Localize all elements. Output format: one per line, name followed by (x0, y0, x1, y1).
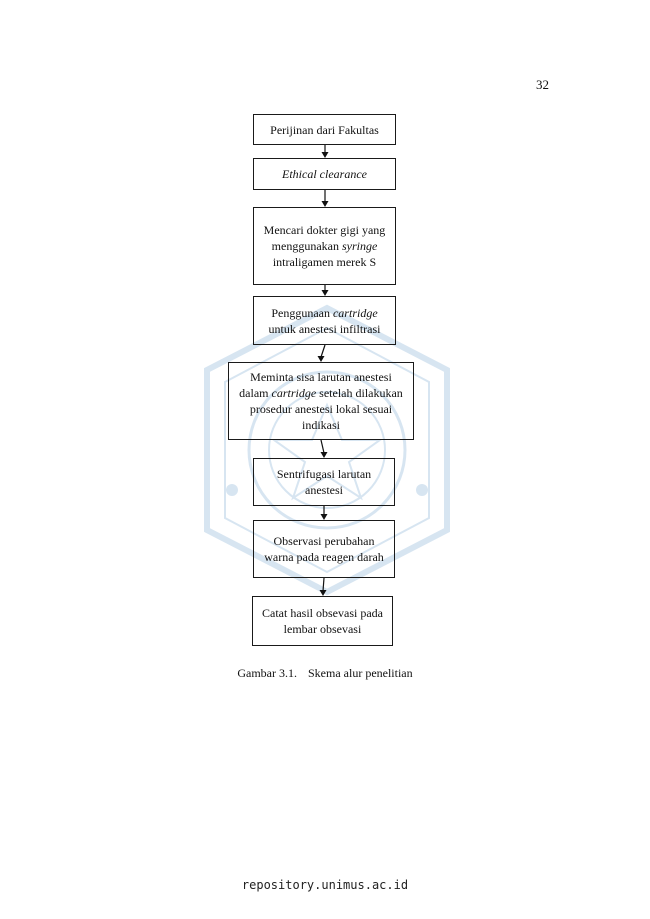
text-run: Sentrifugasi larutan anestesi (276, 467, 372, 497)
text-run: Meminta sisa larutan anestesi dalam (239, 370, 392, 400)
flow-step-text: Penggunaan cartridge untuk anestesi infi… (260, 305, 389, 337)
flow-step-5: Meminta sisa larutan anestesi dalam cart… (228, 362, 414, 440)
flow-step-text: Observasi perubahan warna pada reagen da… (260, 533, 388, 565)
flow-step-text: Perijinan dari Fakultas (270, 122, 379, 138)
flow-step-text: Mencari dokter gigi yang menggunakan syr… (260, 222, 389, 270)
text-run: Perijinan dari Fakultas (270, 122, 379, 137)
italic-term: cartridge (271, 386, 317, 400)
text-run: intraligamen merek S (272, 255, 377, 269)
flow-step-1: Perijinan dari Fakultas (253, 114, 396, 145)
flow-step-text: Meminta sisa larutan anestesi dalam cart… (235, 369, 407, 433)
flow-step-7: Observasi perubahan warna pada reagen da… (253, 520, 395, 578)
flow-step-text: Catat hasil obsevasi pada lembar obsevas… (259, 605, 386, 637)
text-run: Catat hasil obsevasi pada lembar obsevas… (262, 606, 383, 636)
text-run: Penggunaan (271, 305, 333, 320)
text-run: setelah dilakukan prosedur anestesi loka… (249, 386, 403, 432)
flow-step-3: Mencari dokter gigi yang menggunakan syr… (253, 207, 396, 285)
text-run: untuk anestesi infiltrasi (268, 321, 381, 336)
figure-title: Skema alur penelitian (308, 666, 413, 680)
flow-step-text: Sentrifugasi larutan anestesi (260, 466, 388, 498)
flow-step-8: Catat hasil obsevasi pada lembar obsevas… (252, 596, 393, 646)
italic-term: Ethical clearance (282, 167, 367, 181)
flow-step-2: Ethical clearance (253, 158, 396, 190)
flow-step-4: Penggunaan cartridge untuk anestesi infi… (253, 296, 396, 345)
italic-term: syringe (341, 239, 378, 253)
university-seal-watermark (204, 304, 450, 596)
figure-number: Gambar 3.1. (237, 666, 297, 680)
figure-caption: Gambar 3.1. Skema alur penelitian (0, 666, 650, 681)
page-number: 32 (536, 77, 549, 92)
text-run: Mencari dokter gigi yang menggunakan (263, 223, 386, 253)
flow-step-6: Sentrifugasi larutan anestesi (253, 458, 395, 506)
flow-step-text: Ethical clearance (282, 166, 367, 182)
italic-term: cartridge (332, 305, 378, 320)
text-run: Observasi perubahan warna pada reagen da… (264, 534, 384, 564)
repository-footer: repository.unimus.ac.id (241, 878, 409, 892)
